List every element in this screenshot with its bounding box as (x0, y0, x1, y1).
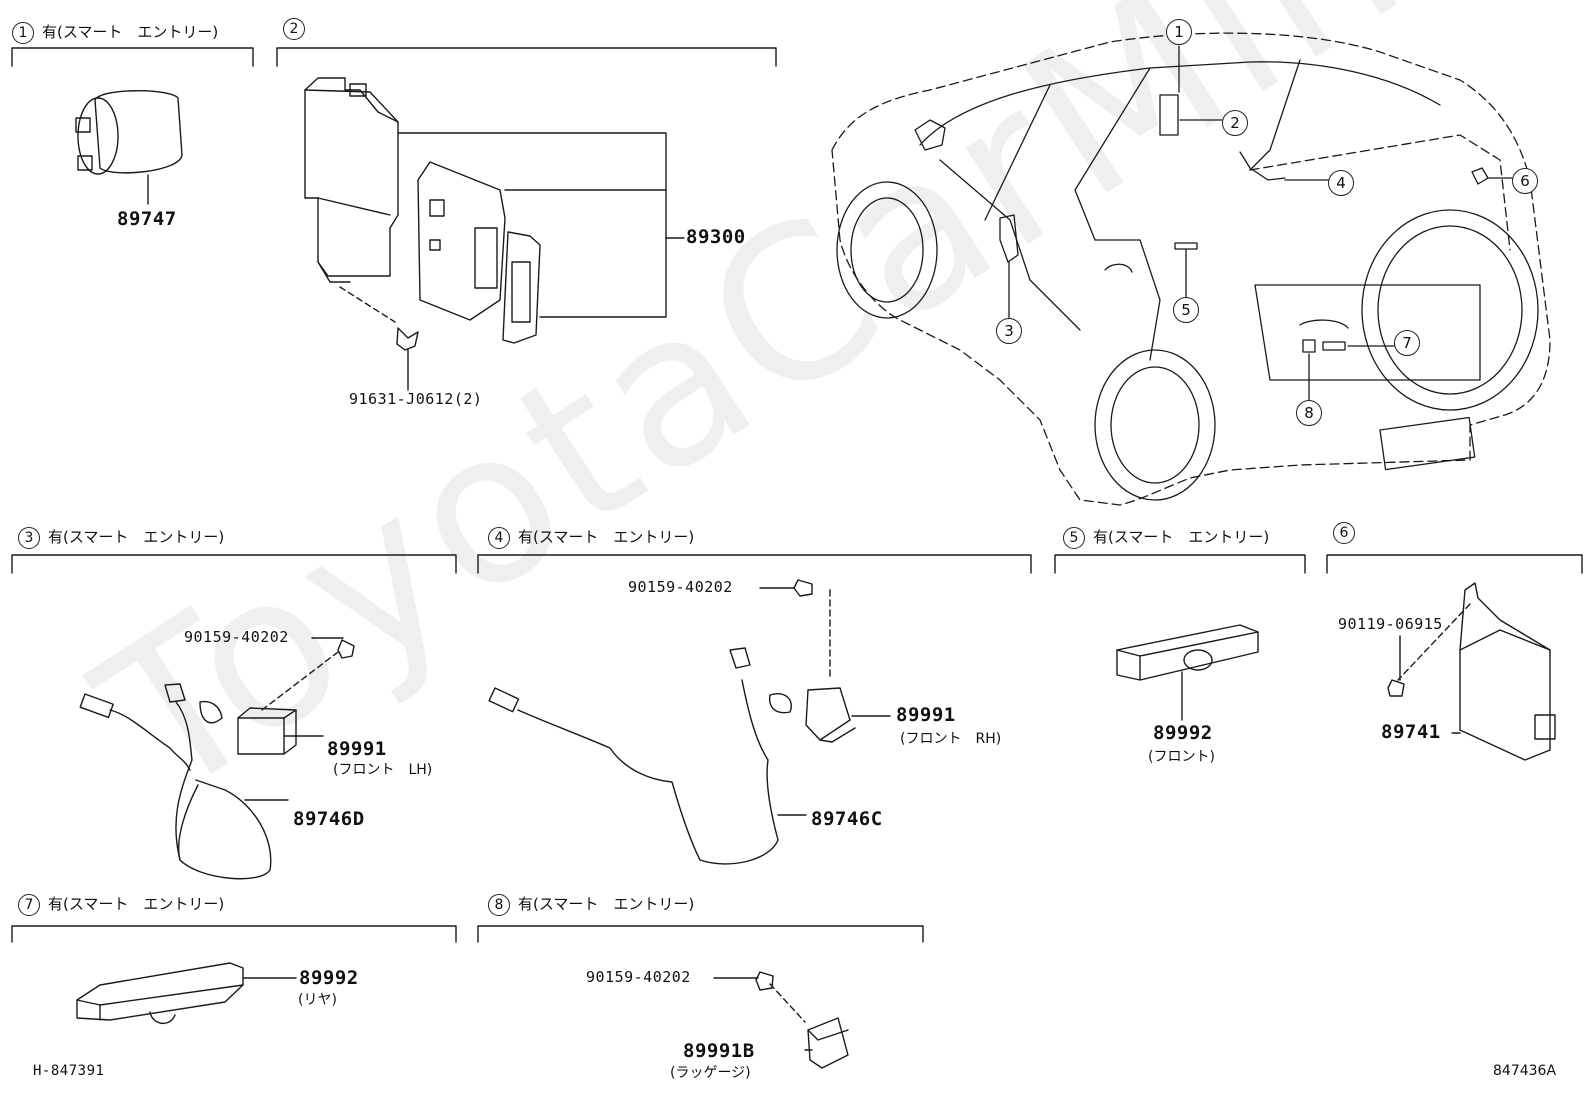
label-s3-89991: 89991 (327, 738, 387, 760)
label-89300: 89300 (686, 226, 746, 248)
section-brackets (11, 47, 1583, 943)
label-89991B: 89991B (683, 1040, 755, 1062)
part-89992-rear-antenna (76, 962, 297, 1024)
callout-4: 4 (1328, 170, 1354, 196)
label-s4-89991: 89991 (896, 704, 956, 726)
part-89747-sensor (75, 90, 183, 205)
callout-2: 2 (1222, 110, 1248, 136)
label-89747: 89747 (117, 208, 177, 230)
label-s7-89992: 89992 (299, 967, 359, 989)
section-2-header: 2 (283, 18, 313, 40)
part-89991B-sensor (713, 971, 849, 1069)
vehicle-outline (831, 32, 1551, 506)
reference-code: 847436A (1493, 1063, 1557, 1079)
part-89992-front-antenna (1116, 624, 1259, 721)
label-s5-note: (フロント) (1148, 749, 1215, 765)
callout-3: 3 (996, 318, 1022, 344)
label-s3-bolt: 90159-40202 (184, 628, 289, 646)
label-89746C: 89746C (811, 808, 883, 830)
part-89741-module (1387, 582, 1556, 761)
part-89300-ecu (304, 77, 685, 391)
part-89746D-harness (79, 637, 355, 880)
section-6-header: 6 (1333, 522, 1363, 544)
label-s8-bolt: 90159-40202 (586, 968, 691, 986)
label-s4-bolt: 90159-40202 (628, 578, 733, 596)
callout-5: 5 (1173, 297, 1199, 323)
callout-6: 6 (1512, 168, 1538, 194)
callout-1: 1 (1166, 19, 1192, 45)
label-s6-bolt: 90119-06915 (1338, 615, 1443, 633)
diagram-id: H-847391 (33, 1063, 105, 1079)
label-89741: 89741 (1381, 721, 1441, 743)
callout-7: 7 (1394, 330, 1420, 356)
label-s7-note: (リヤ) (298, 992, 337, 1008)
label-s5-89992: 89992 (1153, 722, 1213, 744)
callout-8: 8 (1296, 400, 1322, 426)
label-s4-note: (フロント RH) (900, 731, 1002, 747)
label-s3-note: (フロント LH) (333, 762, 433, 778)
label-89746D: 89746D (293, 808, 365, 830)
label-91631: 91631-J0612(2) (349, 390, 483, 408)
label-s8-note: (ラッゲージ) (670, 1065, 751, 1081)
part-89746C-harness (488, 579, 891, 865)
